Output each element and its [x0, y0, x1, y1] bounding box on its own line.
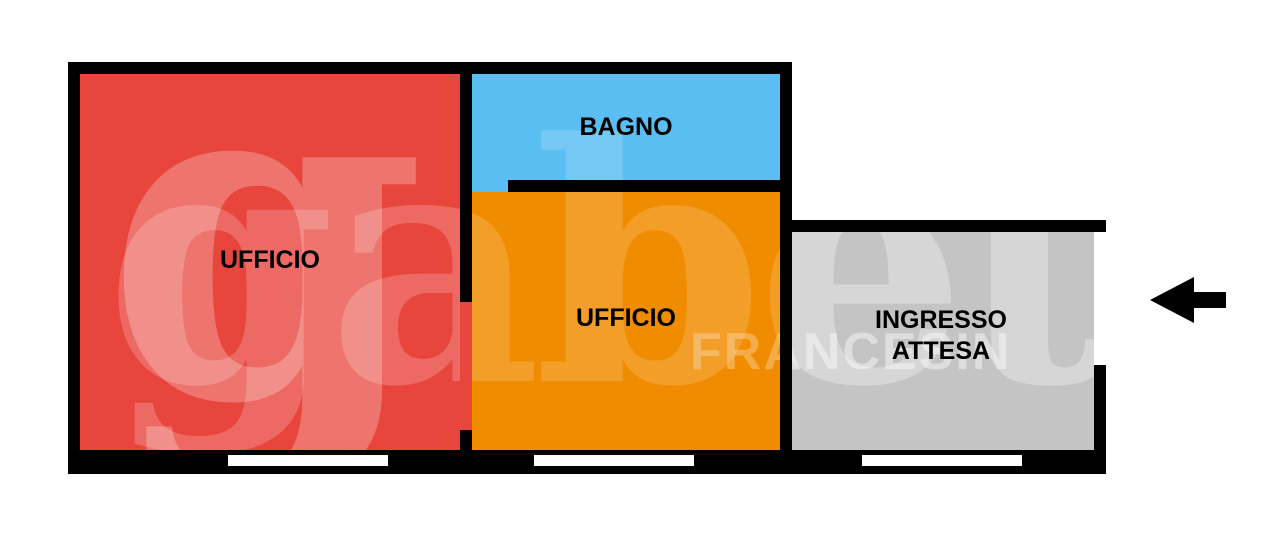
wall-outer-top-left: [68, 62, 792, 74]
wall-outer-left: [68, 62, 80, 462]
room-ufficio-center: g gabetti FRANCESIN UFFICIO: [472, 192, 780, 450]
room-ingresso-attesa: gabetti FRANCESIN INGRESSO ATTESA: [788, 232, 1094, 450]
entrance-door: [1094, 232, 1106, 365]
window-left: [228, 455, 388, 466]
wall-right-lower: [780, 232, 792, 474]
entrance-arrow-icon: [1150, 277, 1226, 323]
window-center: [534, 455, 694, 466]
room-label-ufficio-center: UFFICIO: [576, 304, 676, 332]
wall-annex-top: [780, 220, 1106, 232]
room-label-ufficio-left: UFFICIO: [220, 246, 320, 274]
room-bagno: g gabetti BAGNO: [472, 74, 780, 188]
wall-right-upper: [780, 62, 792, 232]
room-ufficio-left: g gabetti UFFICIO: [80, 74, 460, 450]
door-bagno: [472, 180, 508, 192]
room-label-bagno: BAGNO: [579, 113, 673, 141]
room-label-ingresso-attesa: INGRESSO ATTESA: [875, 306, 1007, 365]
wall-divider-red-center-b: [460, 430, 472, 454]
wall-divider-bagno-ufficio: [472, 180, 780, 192]
door-red-to-orange: [460, 302, 472, 430]
window-right: [862, 455, 1022, 466]
entrance-arrow: [1150, 277, 1226, 323]
